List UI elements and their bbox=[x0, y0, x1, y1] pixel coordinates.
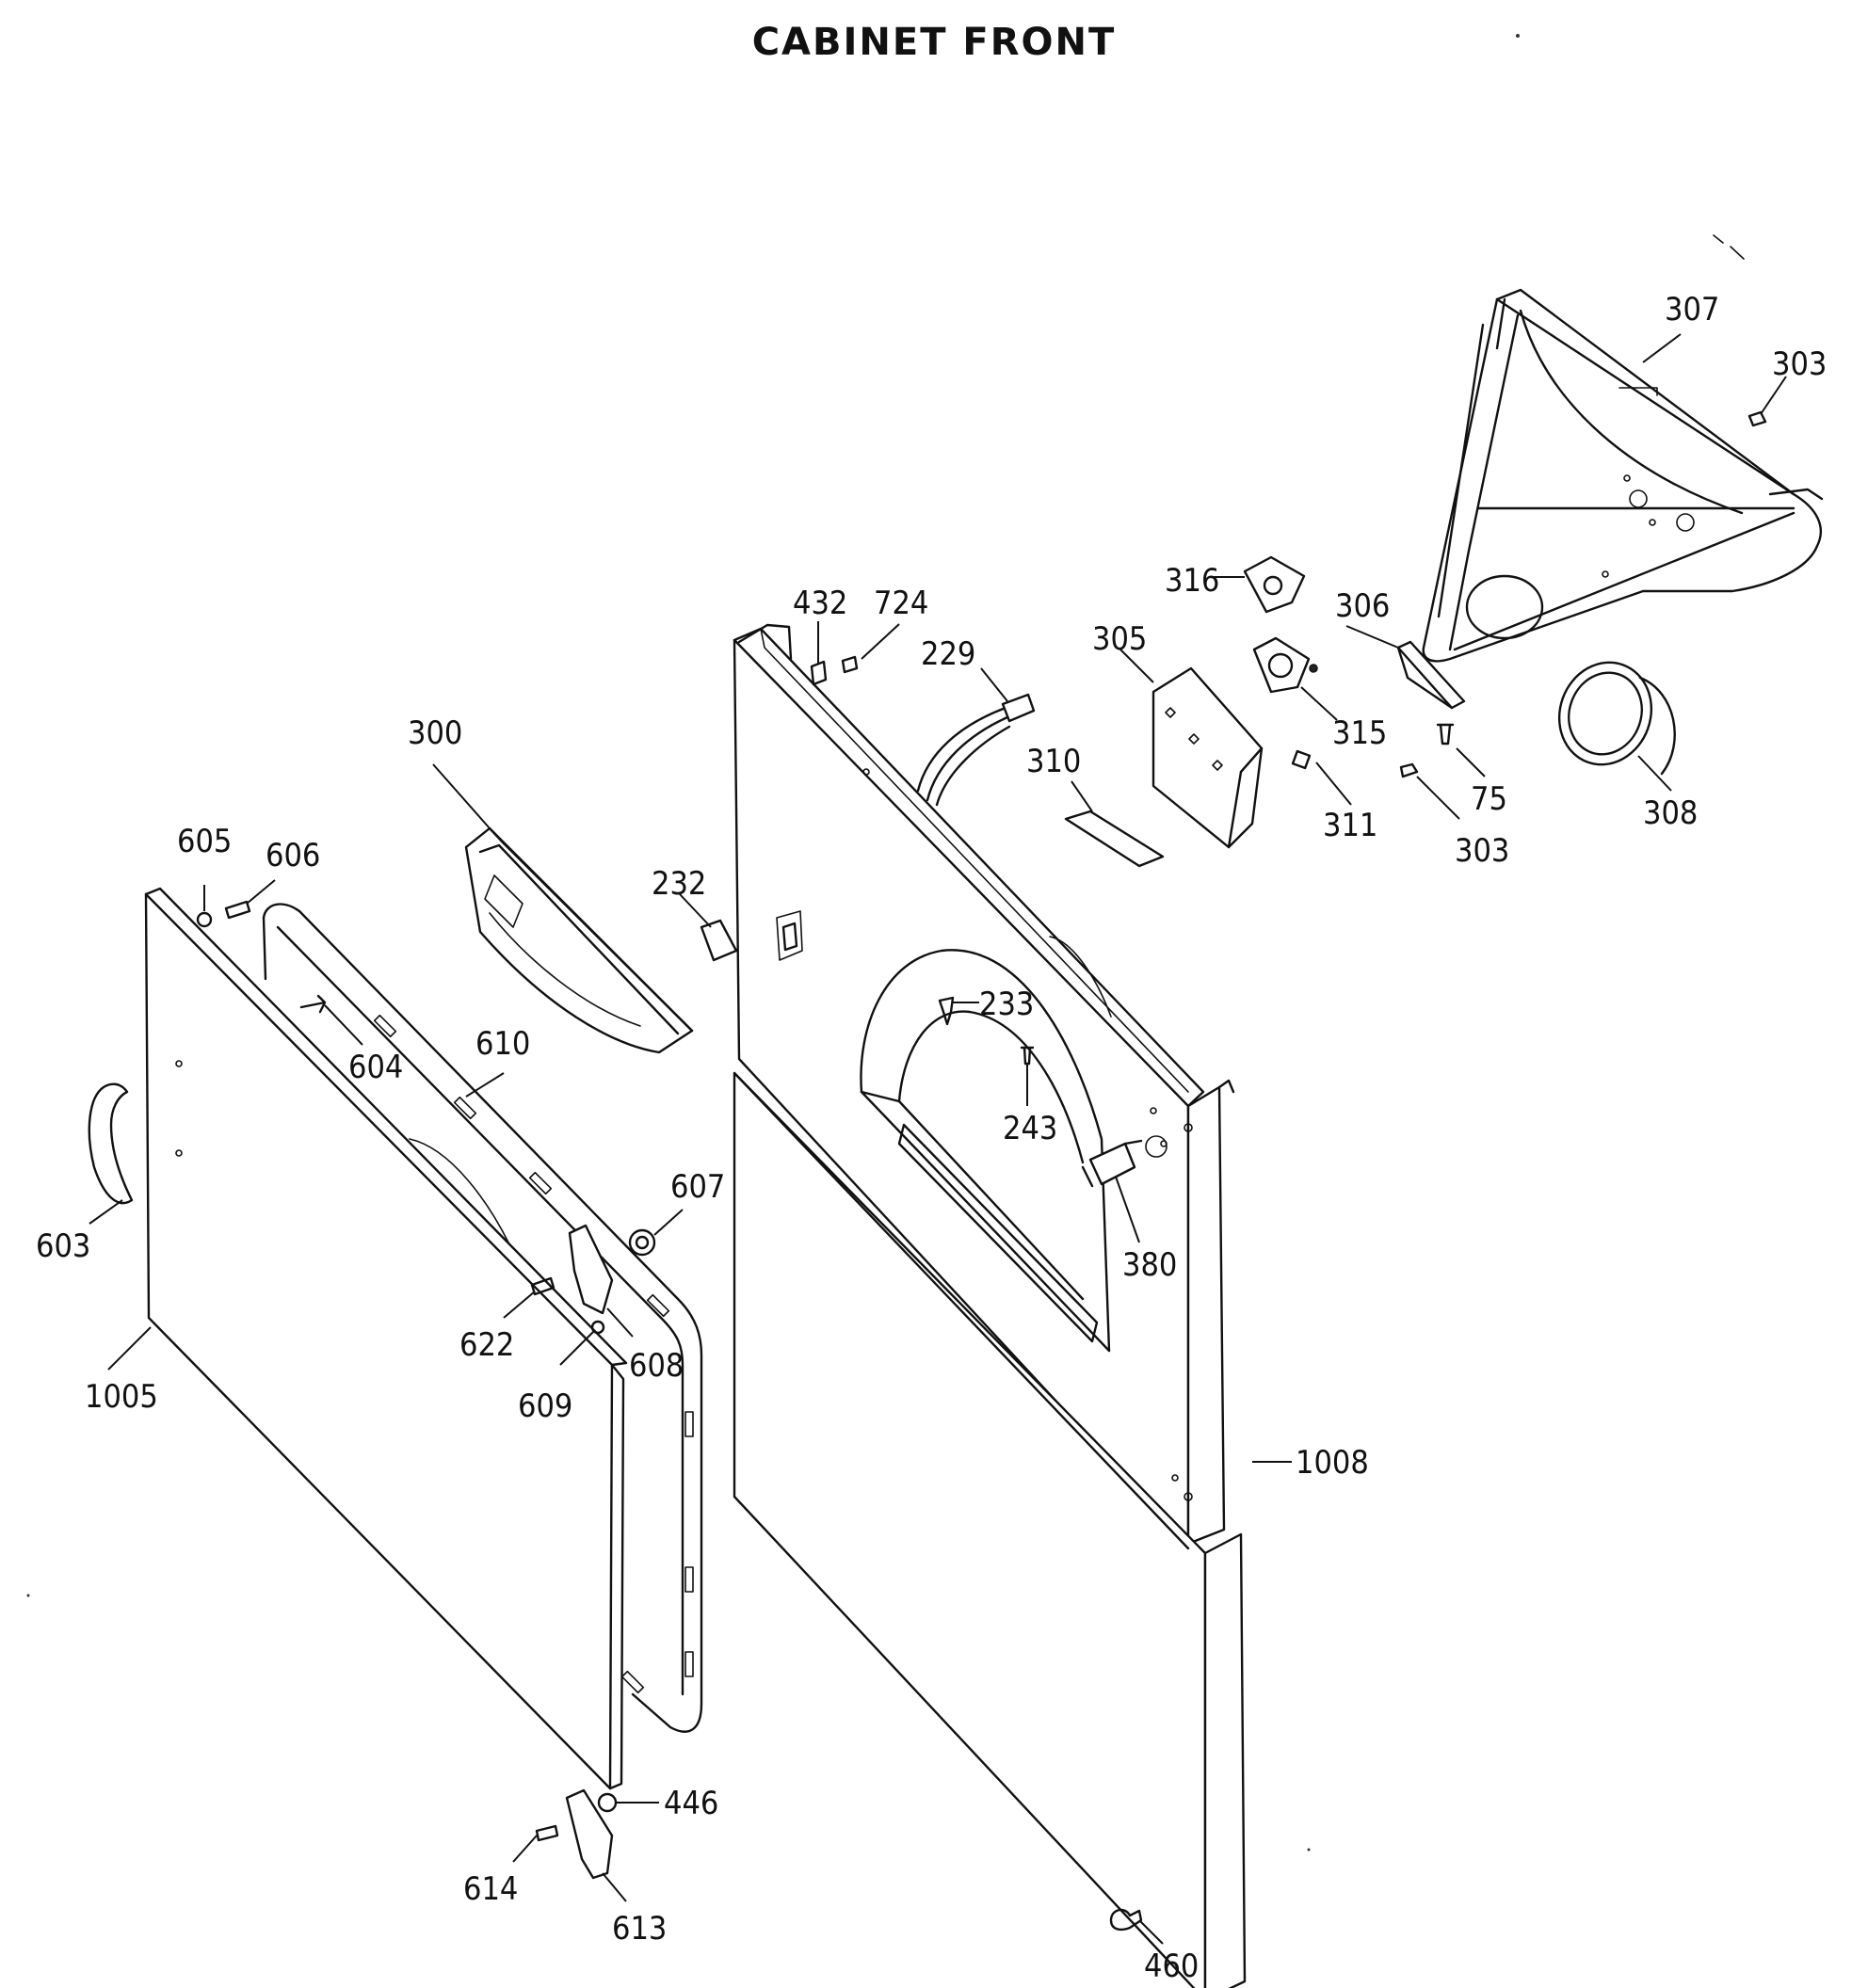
door-switch-380 bbox=[1081, 1139, 1143, 1188]
bracket-305 bbox=[1151, 666, 1264, 849]
screw-460 bbox=[1109, 1908, 1143, 1932]
label-603: 603 bbox=[36, 1227, 90, 1265]
label-1008: 1008 bbox=[1296, 1444, 1369, 1482]
hinge-608 bbox=[568, 1224, 614, 1315]
clip-310 bbox=[1064, 810, 1165, 868]
label-316: 316 bbox=[1165, 562, 1219, 600]
screw-75 bbox=[1436, 723, 1455, 746]
screw-604 bbox=[299, 994, 327, 1014]
lint-filter-300 bbox=[464, 826, 694, 1054]
bumper-606 bbox=[224, 900, 251, 920]
screw-243 bbox=[1020, 1046, 1035, 1066]
label-311: 311 bbox=[1323, 807, 1377, 844]
label-306: 306 bbox=[1335, 587, 1390, 625]
washer-446 bbox=[597, 1792, 618, 1813]
label-75: 75 bbox=[1471, 780, 1507, 818]
terminal-306 bbox=[1396, 640, 1466, 710]
grommet-607 bbox=[628, 1228, 656, 1257]
label-609: 609 bbox=[518, 1387, 572, 1425]
label-606: 606 bbox=[266, 837, 320, 874]
label-613: 613 bbox=[612, 1910, 667, 1948]
label-460: 460 bbox=[1144, 1948, 1199, 1985]
label-229: 229 bbox=[921, 635, 975, 673]
label-1005: 1005 bbox=[85, 1378, 158, 1416]
label-446: 446 bbox=[664, 1785, 718, 1822]
screw-614 bbox=[535, 1824, 559, 1842]
label-305: 305 bbox=[1092, 620, 1147, 658]
screw-303b bbox=[1399, 762, 1419, 778]
label-310: 310 bbox=[1026, 743, 1081, 780]
screw-724 bbox=[841, 655, 859, 674]
label-303a: 303 bbox=[1772, 345, 1827, 383]
label-243: 243 bbox=[1003, 1110, 1057, 1147]
label-432: 432 bbox=[793, 585, 847, 622]
door-1005 bbox=[144, 887, 703, 1790]
label-380: 380 bbox=[1122, 1246, 1177, 1284]
label-724: 724 bbox=[874, 585, 928, 622]
screw-233 bbox=[938, 996, 955, 1026]
nut-609 bbox=[590, 1320, 605, 1335]
thermostat-316 bbox=[1243, 555, 1306, 614]
label-315: 315 bbox=[1332, 714, 1387, 752]
part-labels: 307 303 316 306 432 724 305 229 315 75 3… bbox=[36, 291, 1827, 1985]
label-303b: 303 bbox=[1455, 832, 1509, 870]
clip-432 bbox=[810, 660, 828, 686]
leader-lines bbox=[89, 333, 1787, 1945]
nut-311 bbox=[1291, 749, 1312, 770]
label-307: 307 bbox=[1665, 291, 1719, 329]
label-614: 614 bbox=[463, 1870, 518, 1908]
hinge-613 bbox=[565, 1788, 614, 1880]
handle-603 bbox=[88, 1082, 134, 1205]
scan-specks bbox=[26, 34, 1745, 1852]
label-608: 608 bbox=[629, 1347, 684, 1385]
label-604: 604 bbox=[348, 1049, 403, 1086]
label-300: 300 bbox=[408, 714, 462, 752]
label-308: 308 bbox=[1643, 794, 1698, 832]
label-605: 605 bbox=[177, 823, 232, 860]
front-panel-1008 bbox=[733, 623, 1247, 1988]
label-233: 233 bbox=[979, 986, 1034, 1023]
thermostat-315 bbox=[1252, 636, 1318, 694]
page-title: CABINET FRONT bbox=[751, 21, 1117, 64]
label-607: 607 bbox=[670, 1168, 725, 1206]
bulkhead-307 bbox=[1422, 288, 1824, 663]
duct-seal-308 bbox=[1557, 661, 1676, 776]
label-232: 232 bbox=[652, 865, 706, 903]
switch-232 bbox=[700, 919, 738, 962]
label-622: 622 bbox=[459, 1326, 514, 1364]
wire-harness-229 bbox=[916, 693, 1036, 807]
washer-605 bbox=[196, 911, 213, 928]
label-610: 610 bbox=[475, 1025, 530, 1063]
screw-303a bbox=[1747, 410, 1767, 427]
